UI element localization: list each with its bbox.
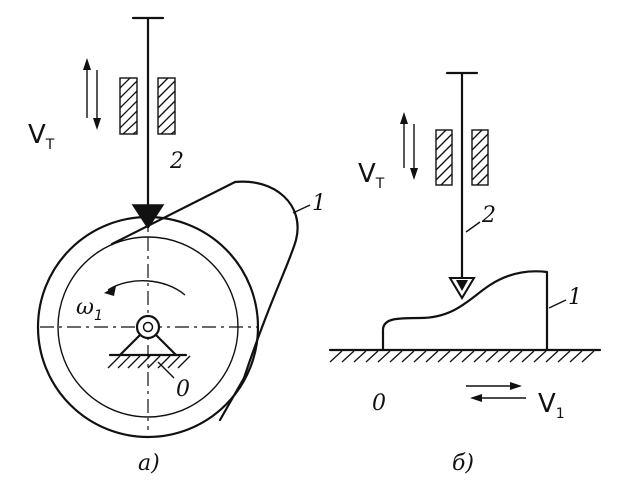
origin-label: 0: [372, 391, 386, 416]
velocity-label-right: VT: [358, 159, 385, 192]
follower-leader-right: [465, 221, 481, 233]
reciprocating-arrows: [83, 58, 101, 130]
pivot-label: 0: [176, 377, 190, 402]
cam-label: 1: [312, 191, 326, 216]
follower-guide-right: [435, 129, 489, 186]
cam-leader-right: [548, 299, 567, 309]
reciprocating-arrows-right: [400, 112, 418, 180]
cam-velocity-label: V1: [538, 389, 565, 422]
translating-cam-mechanism: VT 2 1 0: [328, 71, 602, 476]
rotating-cam-mechanism: VT 2: [28, 16, 326, 476]
figure-caption-a: а): [138, 451, 160, 476]
rotation-arrow: [107, 280, 186, 296]
follower-guide: [119, 77, 176, 135]
figure-caption-b: б): [452, 451, 474, 476]
velocity-label: VT: [28, 120, 55, 153]
angular-velocity-label: ω1: [76, 295, 103, 324]
ground-base: [328, 348, 602, 363]
cam-profile: [381, 270, 549, 351]
translation-arrows: [466, 382, 526, 402]
follower-label: 2: [169, 149, 184, 174]
cam-leader-line: [292, 204, 311, 214]
follower-label-right: 2: [481, 203, 496, 228]
pivot-support: [107, 314, 191, 379]
cam-label-right: 1: [568, 285, 582, 310]
